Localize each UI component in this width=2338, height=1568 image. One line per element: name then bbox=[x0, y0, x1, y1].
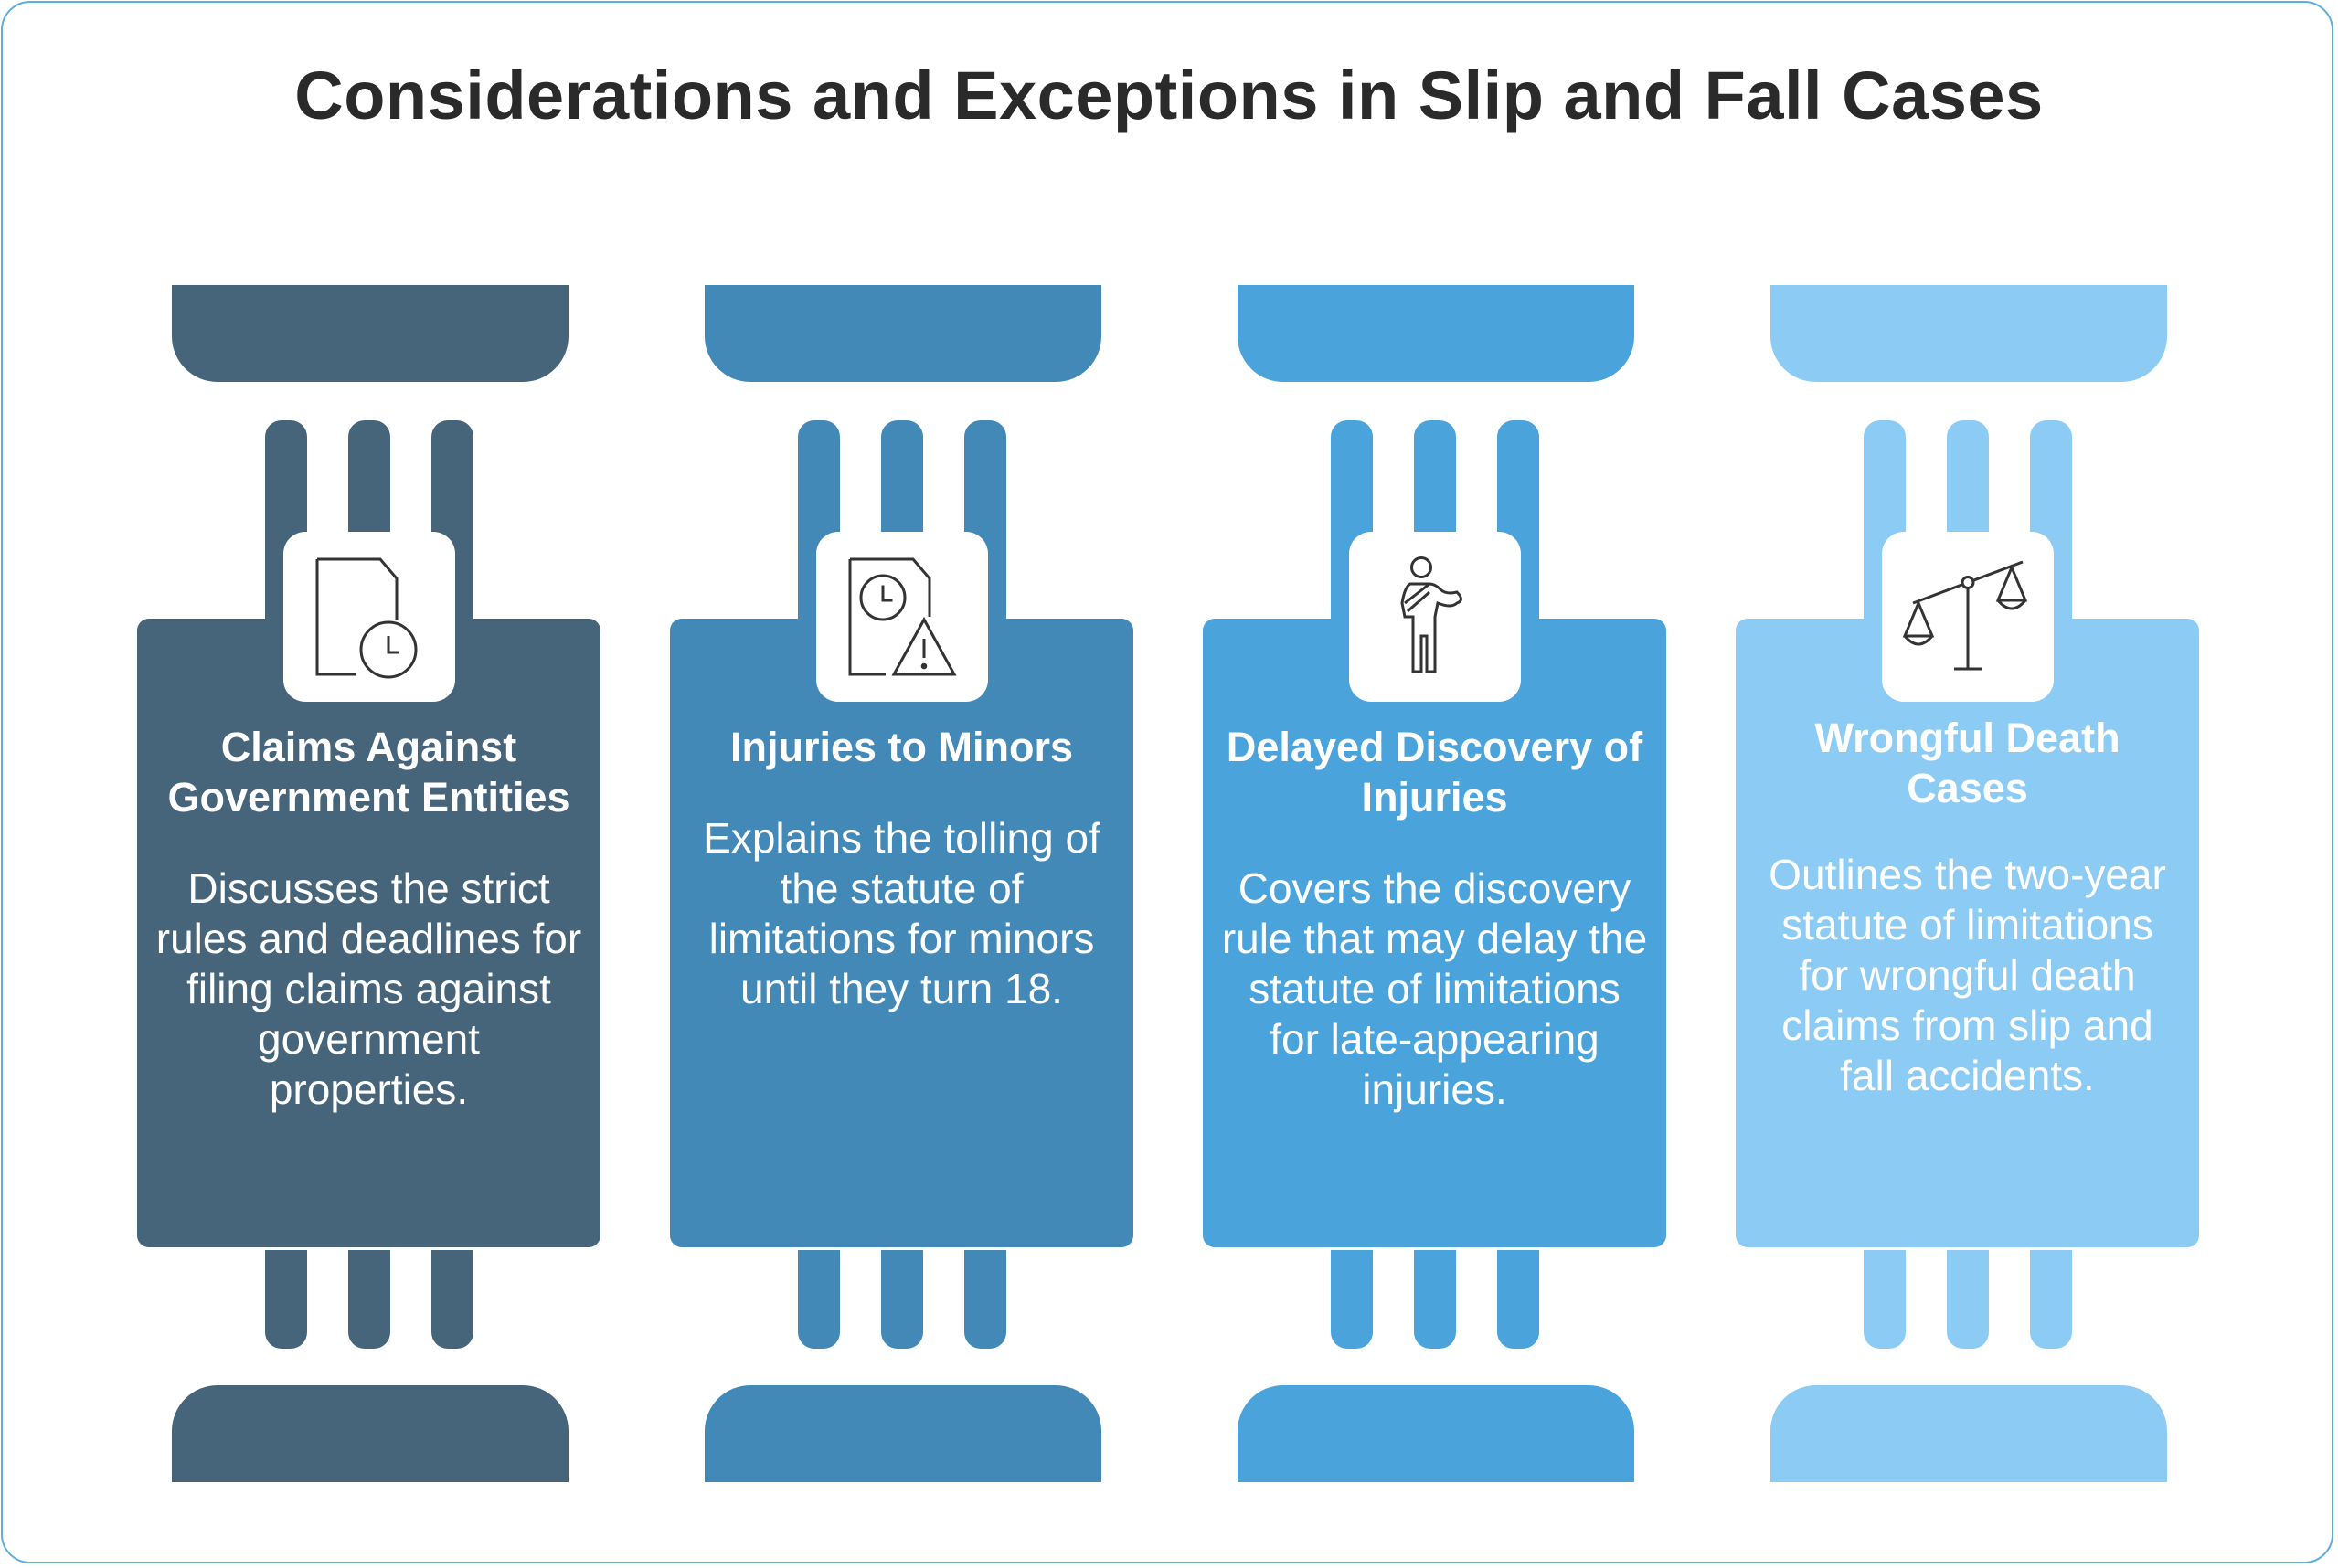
pillar-rod bbox=[431, 1250, 473, 1349]
pillar-box bbox=[137, 619, 600, 1247]
scales-icon bbox=[1882, 532, 2054, 702]
pillar-rod bbox=[964, 1250, 1006, 1349]
pillar-heading: Injuries to Minors bbox=[729, 724, 1074, 770]
pillar-rod bbox=[348, 1250, 390, 1349]
pillar-capital bbox=[1238, 285, 1634, 382]
pillar-rod bbox=[881, 1250, 923, 1349]
pillar-rod bbox=[1864, 1250, 1906, 1349]
pillar-rod bbox=[2030, 1250, 2072, 1349]
pillar-description: Discusses the strict rules and deadlines… bbox=[155, 864, 582, 1113]
injured-person-icon bbox=[1349, 532, 1521, 702]
pillar-base bbox=[1238, 1385, 1634, 1482]
pillar-box bbox=[1203, 619, 1666, 1247]
pillar-description: Outlines the two-year statute of limitat… bbox=[1769, 851, 2166, 1099]
page-title: Considerations and Exceptions in Slip an… bbox=[294, 58, 2044, 133]
pillar-heading: Claims Against Government Entities bbox=[167, 724, 570, 821]
pillar-rod bbox=[1331, 1250, 1373, 1349]
pillar-base bbox=[172, 1385, 569, 1482]
pillar-description: Covers the discovery rule that may delay… bbox=[1221, 864, 1648, 1113]
pillar-capital bbox=[1770, 285, 2167, 382]
pillar-description: Explains the tolling of the statute of l… bbox=[703, 814, 1100, 1012]
pillar-box bbox=[1736, 619, 2199, 1247]
pillar-heading: Wrongful Death Cases bbox=[1814, 715, 2120, 811]
pillar-heading: Delayed Discovery of Injuries bbox=[1226, 724, 1643, 821]
document-clock-warning-icon bbox=[816, 532, 988, 702]
pillar-rod bbox=[1497, 1250, 1539, 1349]
pillar-base bbox=[1770, 1385, 2167, 1482]
document-clock-icon bbox=[283, 532, 455, 702]
pillar-rod bbox=[1947, 1250, 1989, 1349]
pillar-box bbox=[670, 619, 1133, 1247]
pillar-capital bbox=[172, 285, 569, 382]
pillar-capital bbox=[705, 285, 1101, 382]
pillar-rod bbox=[798, 1250, 840, 1349]
pillar-rod bbox=[1414, 1250, 1456, 1349]
pillar-base bbox=[705, 1385, 1101, 1482]
pillar-rod bbox=[265, 1250, 307, 1349]
